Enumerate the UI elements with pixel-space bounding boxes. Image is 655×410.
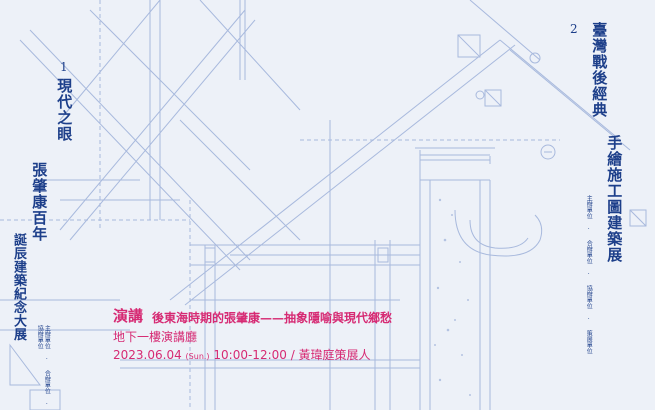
left-exhibition-title: 現代之眼 (55, 78, 74, 142)
left-section-number: 1 (60, 60, 68, 74)
event-label: 演講 (113, 307, 144, 325)
event-weekday: (Sun.) (185, 352, 210, 361)
left-exhibition-credits: 主辦單位 · 合辦單位 · 協辦單位 (36, 325, 51, 408)
right-exhibition-title-line-2: 手繪施工圖建築展 (605, 135, 624, 263)
left-exhibition-subtitle-line-1: 張肇康百年 (30, 162, 49, 242)
right-section-number: 2 (570, 22, 578, 36)
event-time-and-speaker: 10:00-12:00 / 黃瑋庭策展人 (213, 348, 371, 362)
left-exhibition-subtitle-line-2: 誕辰建築紀念大展 (10, 233, 26, 341)
event-date: 2023.06.04 (113, 348, 182, 362)
event-venue: 地下一樓演講廳 (113, 330, 198, 344)
event-schedule: 2023.06.04 (Sun.) 10:00-12:00 / 黃瑋庭策展人 (113, 346, 371, 363)
event-title: 後東海時期的張肇康——抽象隱喻與現代鄉愁 (152, 311, 393, 325)
right-exhibition-title-line-1: 臺灣戰後經典 (590, 22, 609, 118)
right-exhibition-credits: 主辦單位 · 合辦單位 · 協辦單位 · 策展單位 (585, 195, 593, 354)
